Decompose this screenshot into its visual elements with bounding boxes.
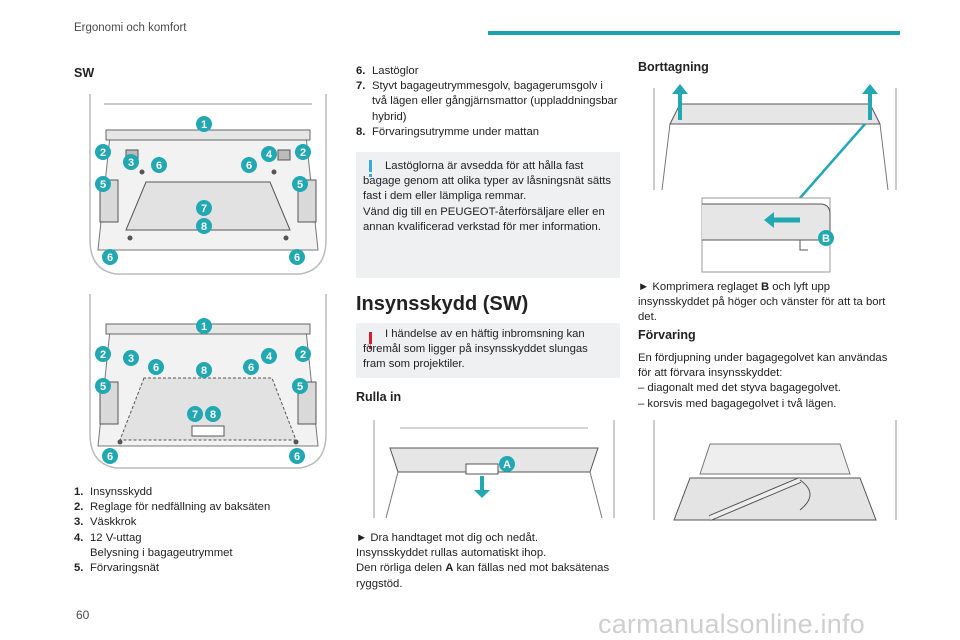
info-note: Lastöglorna är avsedda för att hålla fas… [356, 152, 620, 278]
badge-4: 4 [266, 351, 273, 363]
trunk-diagram-1: 1 2 3 6 6 4 2 5 5 7 8 6 6 [86, 90, 330, 278]
badge-6: 6 [156, 160, 162, 172]
header-accent-bar [488, 31, 900, 35]
list-item: 5.Förvaringsnät [74, 562, 160, 575]
badge-6: 6 [294, 451, 300, 463]
list-item: 4.12 V-uttag Belysning i bagageutrymmet [74, 531, 233, 559]
section-header: Ergonomi och komfort [74, 22, 187, 34]
badge-3: 3 [128, 353, 134, 365]
badge-6: 6 [248, 362, 254, 374]
badge-6: 6 [246, 160, 252, 172]
info-icon [369, 160, 372, 172]
badge-5: 5 [100, 179, 106, 191]
storage-text: En fördjupning under bagagegolvet kan an… [638, 351, 902, 412]
removal-diagram: B [653, 84, 897, 273]
badge-6: 6 [107, 451, 113, 463]
badge-8: 8 [201, 365, 207, 377]
page-number: 60 [76, 608, 90, 622]
badge-b: B [822, 233, 830, 245]
badge-8: 8 [201, 221, 207, 233]
instruction-text: ► Dra handtaget mot dig och nedåt. Insyn… [356, 532, 547, 560]
list-item: 1.Insynsskydd [74, 486, 153, 498]
trunk-diagram-2: 1 2 3 6 8 6 4 2 5 5 7 8 6 6 [89, 294, 327, 469]
storage-diagram [653, 420, 897, 521]
badge-a: A [503, 459, 511, 471]
movable-part-note: Den rörliga delen A kan fällas ned mot b… [356, 562, 610, 590]
callout-badges: 1 2 3 6 8 6 4 2 5 5 7 8 6 6 [95, 318, 311, 464]
heading-borttagning: Borttagning [638, 60, 709, 74]
warning-note: I händelse av en häftig inbromsning kan … [356, 323, 620, 378]
subheading-rulla-in: Rulla in [356, 390, 402, 404]
storage-paragraph: En fördjupning under bagagegolvet kan an… [638, 352, 888, 380]
badge-1: 1 [201, 321, 207, 333]
warning-note-text: I händelse av en häftig inbromsning kan … [363, 328, 588, 371]
list-item: 2.Reglage för nedfällning av baksäten [74, 501, 271, 514]
badge-2: 2 [100, 147, 106, 159]
badge-2: 2 [100, 349, 106, 361]
badge-7: 7 [201, 203, 207, 215]
badge-2: 2 [300, 349, 306, 361]
heading-forvaring: Förvaring [638, 328, 696, 342]
badge-8: 8 [210, 409, 216, 421]
badge-6: 6 [294, 252, 300, 264]
removal-instruction: ► Komprimera reglaget B och lyft upp ins… [638, 281, 886, 324]
watermark: carmanualsonline.info [598, 609, 865, 639]
badge-5: 5 [297, 381, 303, 393]
heading-sw: SW [74, 66, 95, 80]
badge-4: 4 [266, 149, 273, 161]
badge-5: 5 [100, 381, 106, 393]
callout-badges: 1 2 3 6 6 4 2 5 5 7 8 6 6 [95, 116, 311, 265]
badge-1: 1 [201, 119, 207, 131]
section-title: Insynsskydd (SW) [356, 293, 529, 315]
list-item: 6.Lastöglor [356, 65, 419, 77]
list-item: 3.Väskkrok [74, 516, 137, 529]
rollup-diagram: A [373, 420, 615, 519]
badge-2: 2 [300, 147, 306, 159]
badge-6: 6 [153, 362, 159, 374]
list-item: 8.Förvaringsutrymme under mattan [356, 125, 540, 138]
warning-icon [369, 332, 372, 344]
legend-list-2: 6.Lastöglor 7.Styvt bagageutrymmesgolv, … [356, 64, 620, 140]
dash-item: – diagonalt med det styva bagagegolvet. [638, 382, 841, 395]
badge-7: 7 [192, 409, 198, 421]
legend-list-1: 1.Insynsskydd 2.Reglage för nedfällning … [74, 485, 336, 576]
badge-5: 5 [297, 179, 303, 191]
badge-6: 6 [107, 252, 113, 264]
badge-3: 3 [128, 157, 134, 169]
dash-item: – korsvis med bagagegolvet i två lägen. [638, 397, 837, 410]
info-note-text: Lastöglorna är avsedda för att hålla fas… [363, 160, 612, 233]
rulla-in-text: ► Dra handtaget mot dig och nedåt. Insyn… [356, 531, 620, 592]
list-item: 7.Styvt bagageutrymmesgolv, bagagerumsgo… [356, 80, 618, 123]
